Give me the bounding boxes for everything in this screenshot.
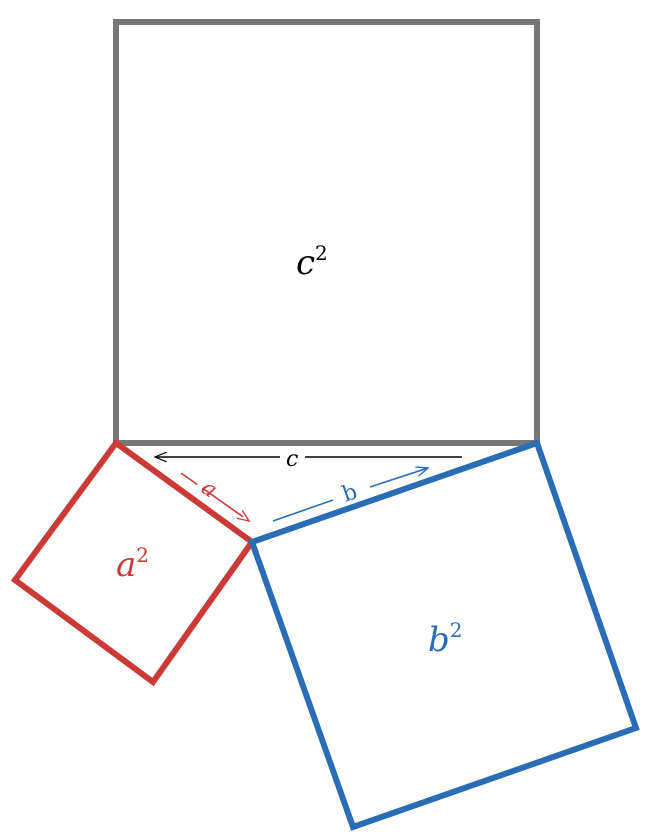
label-b-squared: b2 <box>428 618 463 660</box>
side-b-arrow-lower <box>272 499 334 522</box>
label-c-exponent: 2 <box>315 241 328 265</box>
side-a-arrow <box>180 472 249 521</box>
label-c-squared: c2 <box>296 241 328 283</box>
label-side-c: c <box>286 447 298 472</box>
label-a-squared: a2 <box>116 543 149 585</box>
label-b-base: b <box>428 620 450 660</box>
label-a-base: a <box>116 545 136 585</box>
label-b-exponent: 2 <box>450 618 463 642</box>
side-b-arrow-upper <box>369 468 428 488</box>
square-b <box>248 439 640 831</box>
square-a <box>10 438 257 687</box>
square-c <box>113 19 540 446</box>
label-side-b: b <box>339 479 360 507</box>
label-c-base: c <box>296 243 315 283</box>
label-a-exponent: 2 <box>136 543 149 567</box>
